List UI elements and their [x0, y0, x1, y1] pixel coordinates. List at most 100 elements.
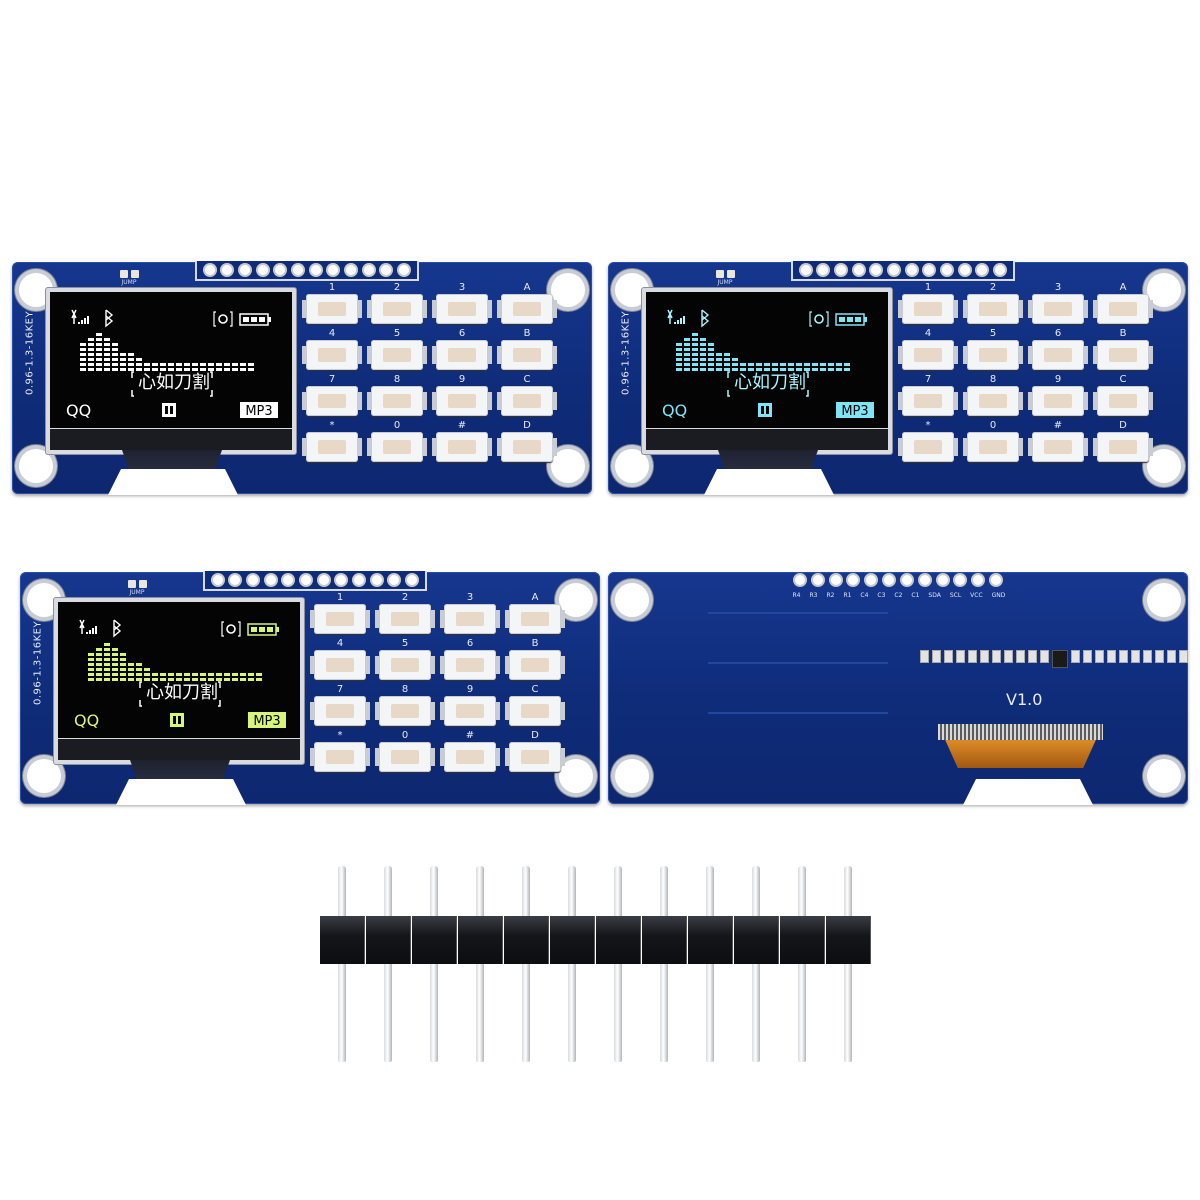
tactile-button[interactable]	[497, 340, 557, 370]
key-9[interactable]: 9	[432, 374, 492, 420]
key-D[interactable]: D	[505, 730, 565, 776]
tactile-button[interactable]	[1093, 432, 1153, 462]
key-7[interactable]: 7	[898, 374, 958, 420]
tactile-button[interactable]	[375, 650, 435, 680]
key-0[interactable]: 0	[375, 730, 435, 776]
key-6[interactable]: 6	[432, 328, 492, 374]
key-5[interactable]: 5	[963, 328, 1023, 374]
tactile-button[interactable]	[375, 696, 435, 726]
tactile-button[interactable]	[898, 386, 958, 416]
tactile-button[interactable]	[440, 742, 500, 772]
key-7[interactable]: 7	[310, 684, 370, 730]
key-3[interactable]: 3	[1028, 282, 1088, 328]
tactile-button[interactable]	[310, 650, 370, 680]
key-0[interactable]: 0	[367, 420, 427, 466]
key-6[interactable]: 6	[1028, 328, 1088, 374]
tactile-button[interactable]	[505, 604, 565, 634]
pin-header-holes	[195, 261, 419, 281]
key-1[interactable]: 1	[302, 282, 362, 328]
tactile-button[interactable]	[497, 294, 557, 324]
key-*[interactable]: *	[310, 730, 370, 776]
key-7[interactable]: 7	[302, 374, 362, 420]
key-C[interactable]: C	[505, 684, 565, 730]
tactile-button[interactable]	[302, 294, 362, 324]
tactile-button[interactable]	[505, 742, 565, 772]
header-plastic-block	[780, 916, 825, 964]
pin-label: VCC	[970, 592, 983, 599]
tactile-button[interactable]	[1028, 386, 1088, 416]
key-A[interactable]: A	[505, 592, 565, 638]
key-#[interactable]: #	[440, 730, 500, 776]
key-B[interactable]: B	[497, 328, 557, 374]
tactile-button[interactable]	[963, 386, 1023, 416]
key-6[interactable]: 6	[440, 638, 500, 684]
key-B[interactable]: B	[1093, 328, 1153, 374]
tactile-button[interactable]	[310, 742, 370, 772]
tactile-button[interactable]	[497, 386, 557, 416]
tactile-button[interactable]	[432, 340, 492, 370]
key-5[interactable]: 5	[375, 638, 435, 684]
key-9[interactable]: 9	[1028, 374, 1088, 420]
key-4[interactable]: 4	[302, 328, 362, 374]
tactile-button[interactable]	[505, 650, 565, 680]
key-5[interactable]: 5	[367, 328, 427, 374]
tactile-button[interactable]	[310, 604, 370, 634]
key-*[interactable]: *	[898, 420, 958, 466]
header-pin	[798, 866, 806, 1062]
tactile-button[interactable]	[497, 432, 557, 462]
key-C[interactable]: C	[1093, 374, 1153, 420]
key-D[interactable]: D	[497, 420, 557, 466]
key-3[interactable]: 3	[432, 282, 492, 328]
key-8[interactable]: 8	[375, 684, 435, 730]
tactile-button[interactable]	[440, 696, 500, 726]
tactile-button[interactable]	[367, 432, 427, 462]
key-A[interactable]: A	[497, 282, 557, 328]
tactile-button[interactable]	[440, 604, 500, 634]
tactile-button[interactable]	[367, 386, 427, 416]
key-#[interactable]: #	[1028, 420, 1088, 466]
key-*[interactable]: *	[302, 420, 362, 466]
tactile-button[interactable]	[1028, 340, 1088, 370]
tactile-button[interactable]	[302, 386, 362, 416]
tactile-button[interactable]	[432, 386, 492, 416]
tactile-button[interactable]	[310, 696, 370, 726]
tactile-button[interactable]	[432, 294, 492, 324]
tactile-button[interactable]	[505, 696, 565, 726]
tactile-button[interactable]	[367, 294, 427, 324]
key-4[interactable]: 4	[310, 638, 370, 684]
key-C[interactable]: C	[497, 374, 557, 420]
key-3[interactable]: 3	[440, 592, 500, 638]
key-1[interactable]: 1	[898, 282, 958, 328]
tactile-button[interactable]	[898, 294, 958, 324]
key-0[interactable]: 0	[963, 420, 1023, 466]
tactile-button[interactable]	[898, 340, 958, 370]
tactile-button[interactable]	[963, 294, 1023, 324]
key-2[interactable]: 2	[963, 282, 1023, 328]
key-B[interactable]: B	[505, 638, 565, 684]
tactile-button[interactable]	[1093, 340, 1153, 370]
tactile-button[interactable]	[302, 340, 362, 370]
tactile-button[interactable]	[1093, 294, 1153, 324]
key-8[interactable]: 8	[963, 374, 1023, 420]
tactile-button[interactable]	[375, 604, 435, 634]
key-9[interactable]: 9	[440, 684, 500, 730]
tactile-button[interactable]	[375, 742, 435, 772]
key-8[interactable]: 8	[367, 374, 427, 420]
tactile-button[interactable]	[963, 432, 1023, 462]
key-2[interactable]: 2	[375, 592, 435, 638]
key-4[interactable]: 4	[898, 328, 958, 374]
tactile-button[interactable]	[1093, 386, 1153, 416]
tactile-button[interactable]	[440, 650, 500, 680]
tactile-button[interactable]	[963, 340, 1023, 370]
tactile-button[interactable]	[432, 432, 492, 462]
key-1[interactable]: 1	[310, 592, 370, 638]
tactile-button[interactable]	[302, 432, 362, 462]
key-2[interactable]: 2	[367, 282, 427, 328]
key-#[interactable]: #	[432, 420, 492, 466]
key-D[interactable]: D	[1093, 420, 1153, 466]
tactile-button[interactable]	[367, 340, 427, 370]
key-A[interactable]: A	[1093, 282, 1153, 328]
tactile-button[interactable]	[898, 432, 958, 462]
tactile-button[interactable]	[1028, 432, 1088, 462]
tactile-button[interactable]	[1028, 294, 1088, 324]
